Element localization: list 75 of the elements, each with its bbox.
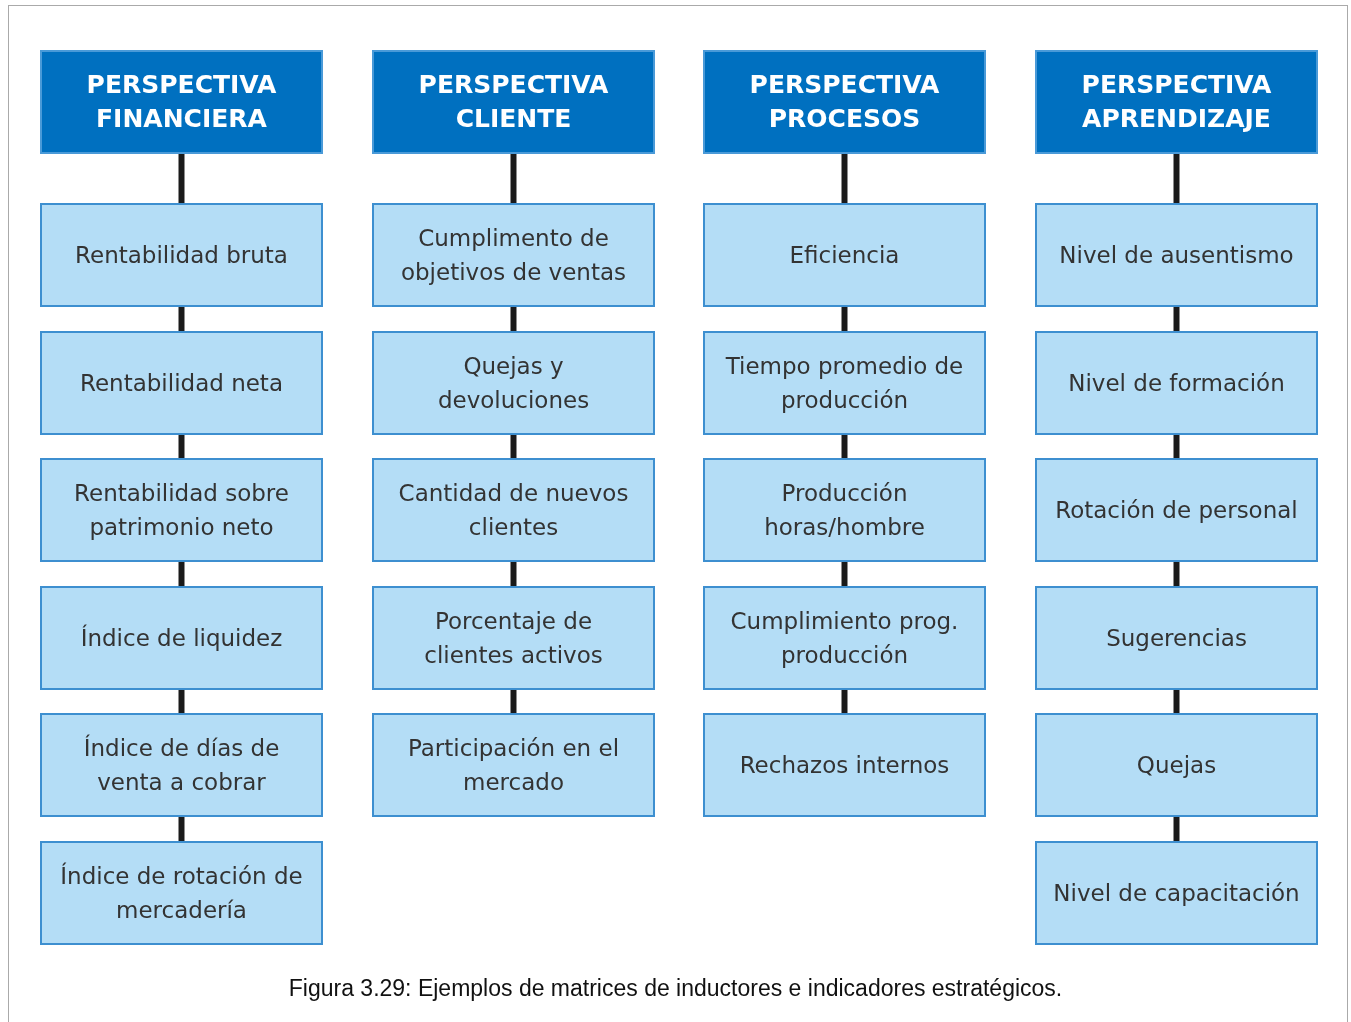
indicator-text: Participación en el mercado: [406, 734, 621, 797]
indicator-box: [703, 458, 986, 562]
header-text: PERSPECTIVA FINANCIERA: [85, 69, 278, 135]
connector-line: [1173, 154, 1180, 203]
connector-line: [1173, 435, 1180, 458]
header-text: PERSPECTIVA CLIENTE: [417, 69, 610, 135]
connector-line: [841, 307, 848, 331]
indicator-box: [703, 203, 986, 307]
indicator-box: [703, 331, 986, 435]
header-box: [40, 50, 323, 154]
connector-line: [841, 562, 848, 586]
header-text: PERSPECTIVA PROCESOS: [748, 69, 941, 135]
connector-line: [510, 562, 517, 586]
connector-line: [1173, 817, 1180, 841]
indicator-box: [1035, 203, 1318, 307]
indicator-box: [1035, 713, 1318, 817]
indicator-text: Índice de rotación de mercadería: [59, 861, 304, 925]
indicator-box: [1035, 458, 1318, 562]
header-text: PERSPECTIVA APRENDIZAJE: [1080, 69, 1273, 135]
connector-line: [178, 307, 185, 331]
connector-line: [510, 435, 517, 458]
indicator-text: Producción horas/hombre: [763, 479, 926, 542]
indicator-text: Rechazos internos: [738, 751, 951, 780]
indicator-box: [372, 713, 655, 817]
indicator-box: [372, 331, 655, 435]
indicator-box: [372, 203, 655, 307]
indicator-text: Nivel de capacitación: [1052, 879, 1301, 908]
connector-line: [841, 690, 848, 713]
indicator-text: Porcentaje de clientes activos: [423, 607, 604, 670]
indicator-text: Índice de liquidez: [79, 623, 284, 653]
connector-line: [510, 154, 517, 203]
connector-line: [510, 690, 517, 713]
indicator-box: [1035, 331, 1318, 435]
indicator-text: Eficiencia: [788, 241, 901, 270]
indicator-box: [40, 586, 323, 690]
indicator-text: Quejas: [1135, 751, 1218, 780]
indicator-box: [372, 458, 655, 562]
connector-line: [1173, 307, 1180, 331]
indicator-text: Quejas y devoluciones: [436, 352, 591, 415]
indicator-text: Cantidad de nuevos clientes: [397, 479, 630, 542]
header-box: [372, 50, 655, 154]
indicator-box: [40, 713, 323, 817]
indicator-text: Rentabilidad sobre patrimonio neto: [73, 479, 290, 542]
indicator-text: Nivel de formación: [1067, 369, 1286, 398]
indicator-box: [703, 586, 986, 690]
indicator-box: [40, 458, 323, 562]
connector-line: [1173, 562, 1180, 586]
connector-line: [178, 817, 185, 841]
indicator-text: Rentabilidad bruta: [74, 241, 289, 270]
header-box: [703, 50, 986, 154]
connector-line: [841, 435, 848, 458]
indicator-text: Nivel de ausentismo: [1058, 241, 1295, 270]
connector-line: [178, 562, 185, 586]
indicator-box: [372, 586, 655, 690]
indicator-box: [40, 203, 323, 307]
indicator-text: Rentabilidad neta: [79, 369, 284, 398]
indicator-text: Tiempo promedio de producción: [724, 352, 965, 415]
connector-line: [178, 154, 185, 203]
indicator-box: [40, 331, 323, 435]
header-box: [1035, 50, 1318, 154]
connector-line: [1173, 690, 1180, 713]
connector-line: [178, 690, 185, 713]
figure-caption: Figura 3.29: Ejemplos de matrices de inductores e indicadores estratégicos.: [288, 975, 1063, 1002]
indicator-text: Cumplimiento prog. producción: [729, 607, 960, 670]
indicator-text: Índice de días de venta a cobrar: [82, 733, 281, 797]
indicator-box: [703, 713, 986, 817]
indicator-box: [1035, 586, 1318, 690]
indicator-text: Rotación de personal: [1054, 496, 1299, 525]
indicator-box: [1035, 841, 1318, 945]
connector-line: [841, 154, 848, 203]
indicator-box: [40, 841, 323, 945]
indicator-text: Cumplimento de objetivos de ventas: [399, 224, 628, 287]
connector-line: [178, 435, 185, 458]
connector-line: [510, 307, 517, 331]
indicator-text: Sugerencias: [1105, 624, 1248, 653]
